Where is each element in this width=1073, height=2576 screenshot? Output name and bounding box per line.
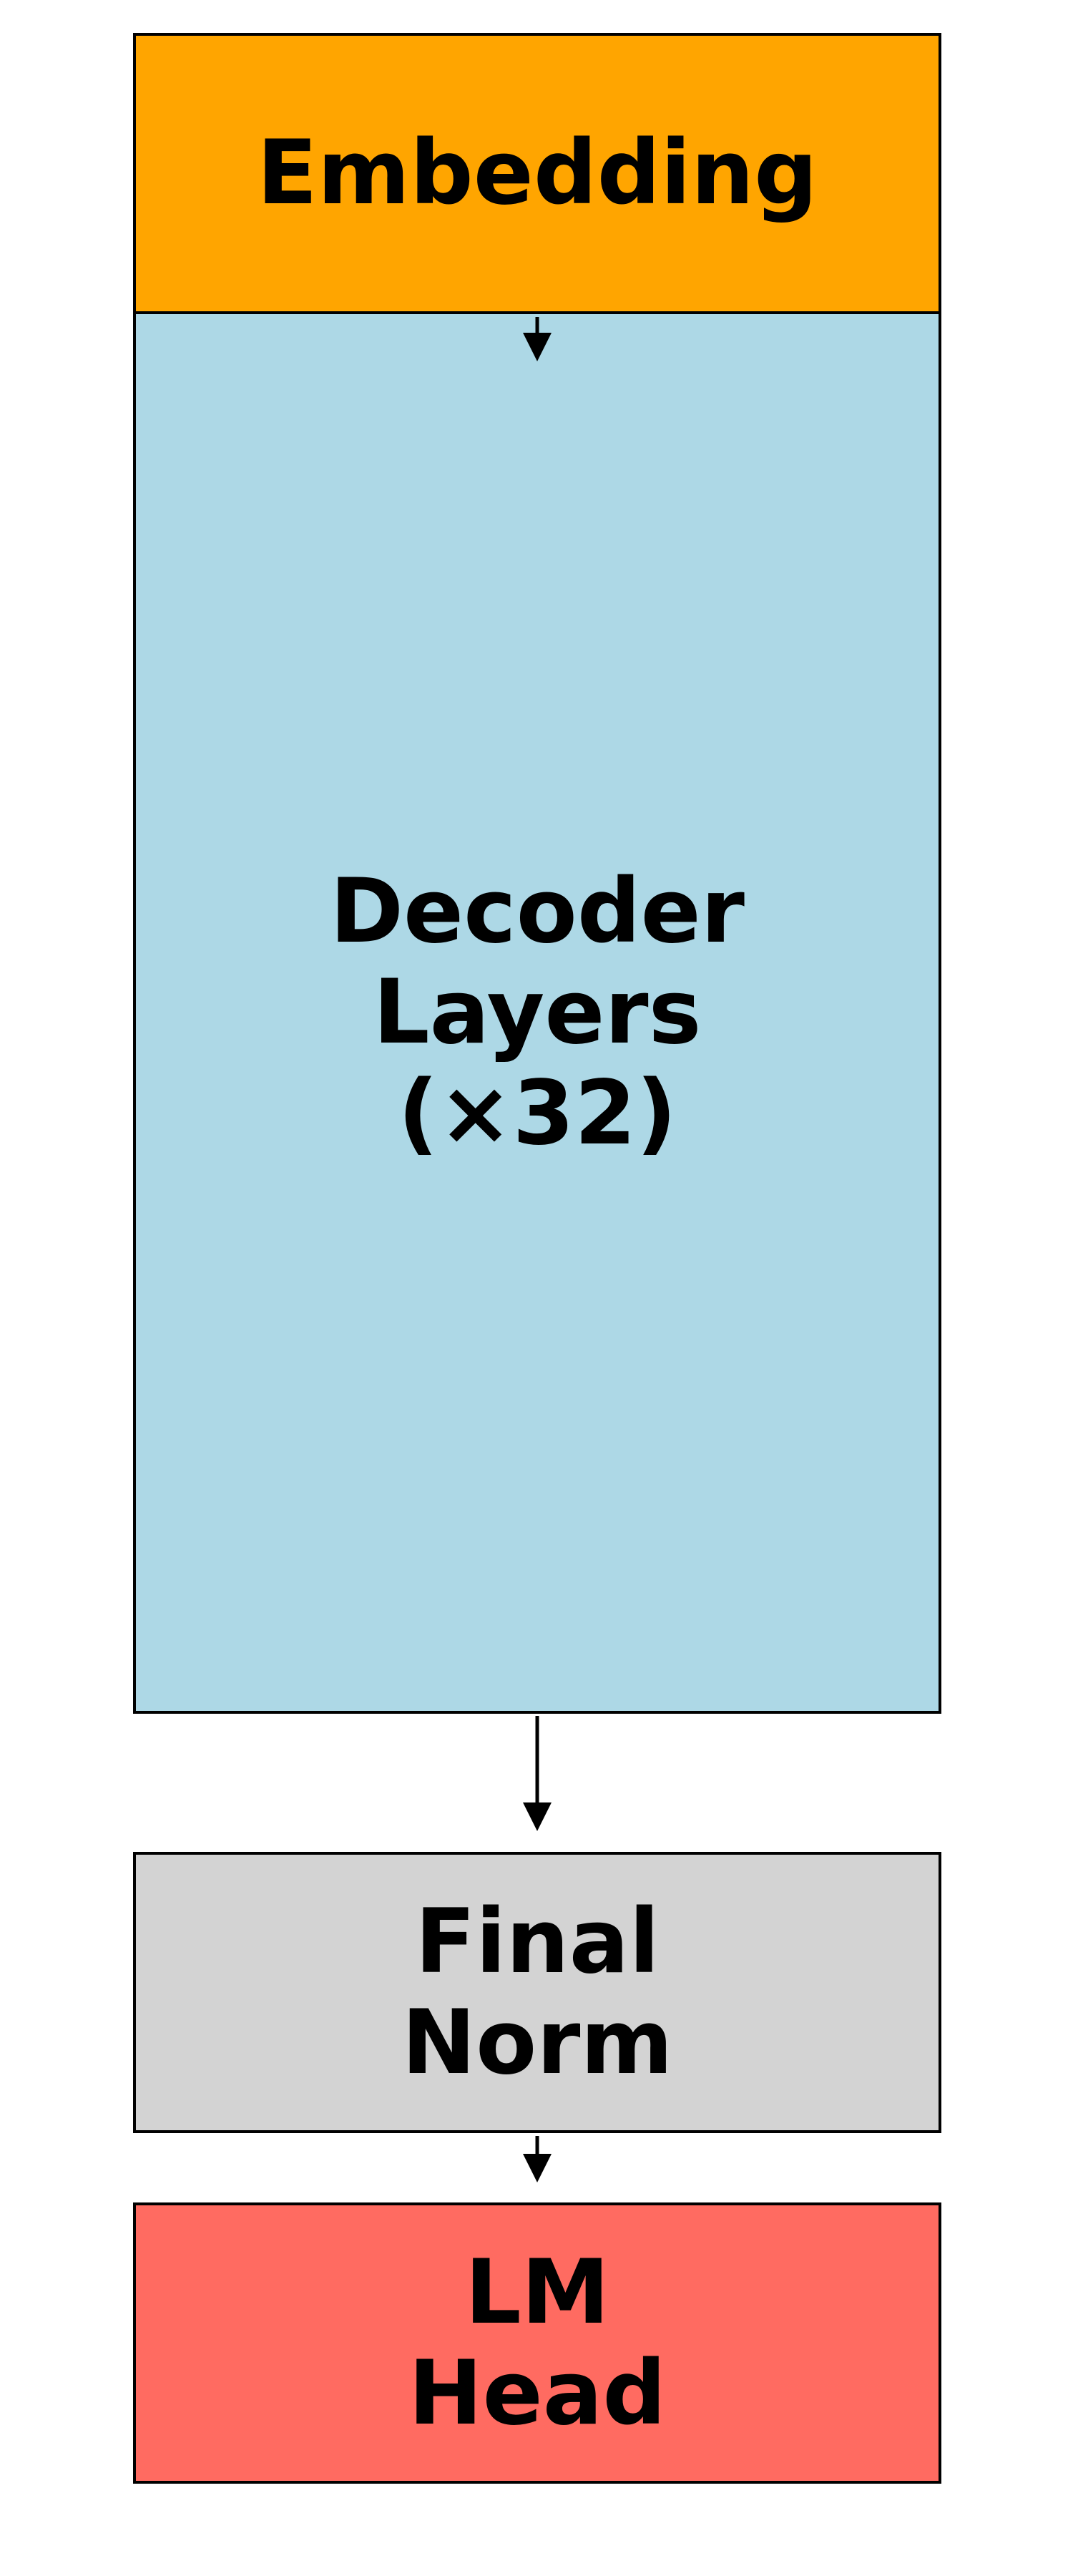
lm-head-label: LM Head [408,2240,667,2445]
decoder-layers-label: Decoder Layers (×32) [330,859,745,1165]
embedding-block: Embedding [133,33,941,314]
decoder-layers-block: Decoder Layers (×32) [133,311,941,1714]
lm-head-block: LM Head [133,2202,941,2484]
final-norm-block: Final Norm [133,1852,941,2133]
embedding-label: Embedding [257,122,818,225]
final-norm-label: Final Norm [401,1890,673,2094]
